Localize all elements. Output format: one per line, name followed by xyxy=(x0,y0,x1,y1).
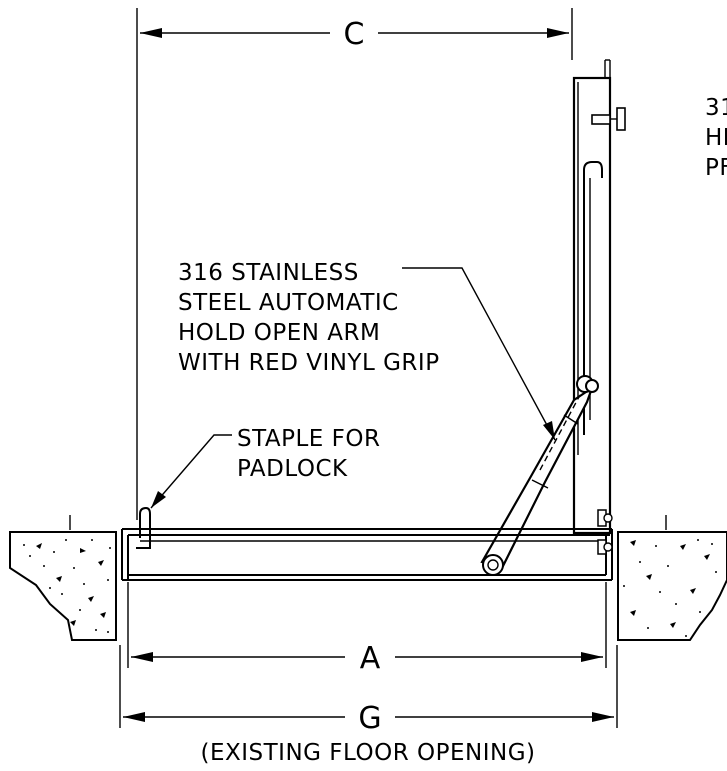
callout-staple: STAPLE FOR PADLOCK xyxy=(150,426,380,509)
hinge-callout-line-3: PF xyxy=(705,155,727,181)
arrowhead-right xyxy=(547,28,569,38)
dimension-g: G xyxy=(119,645,618,736)
existing-floor-opening-label: (EXISTING FLOOR OPENING) xyxy=(200,740,535,766)
guide-rod xyxy=(583,161,603,435)
arrowhead-left xyxy=(140,28,162,38)
concrete-right xyxy=(617,515,727,641)
arm-callout-line-2: STEEL AUTOMATIC xyxy=(178,290,399,316)
dimension-a: A xyxy=(127,582,607,676)
staple-callout-line-2: PADLOCK xyxy=(237,456,348,482)
arm-callout-line-3: HOLD OPEN ARM xyxy=(178,320,380,346)
arm-leader-line xyxy=(402,267,556,441)
dimension-a-label: A xyxy=(360,641,381,676)
padlock-staple xyxy=(136,506,151,549)
arm-leader-arrow xyxy=(543,421,555,440)
staple-callout-line-1: STAPLE FOR xyxy=(237,426,380,452)
hinge-callout-line-2: HI xyxy=(705,125,727,151)
callout-hinge-partial: 31 HI PF xyxy=(705,95,727,181)
arm-callout-line-1: 316 STAINLESS xyxy=(178,260,359,286)
slam-latch xyxy=(591,107,626,131)
open-cover-plate xyxy=(572,59,626,535)
staple-leader-line xyxy=(150,434,232,509)
staple-leader-arrow xyxy=(151,491,166,508)
dimension-c: C xyxy=(136,8,573,520)
arm-callout-line-4: WITH RED VINYL GRIP xyxy=(178,350,440,376)
dimension-g-label: G xyxy=(358,701,381,736)
hold-open-arm xyxy=(480,375,599,576)
dimension-c-label: C xyxy=(344,17,365,52)
callout-hold-open-arm: 316 STAINLESS STEEL AUTOMATIC HOLD OPEN … xyxy=(178,260,556,441)
hatch-frame xyxy=(121,509,613,581)
hinge-callout-line-1: 31 xyxy=(705,95,727,121)
concrete-left xyxy=(9,515,117,641)
